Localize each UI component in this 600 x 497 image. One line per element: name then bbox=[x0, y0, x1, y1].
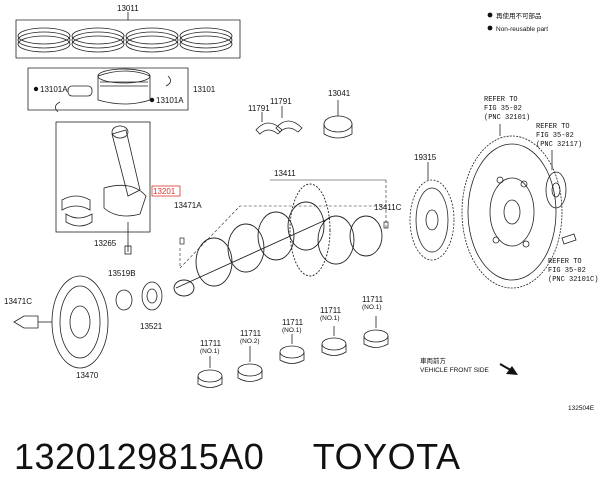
vehicle-front-en: VEHICLE FRONT SIDE bbox=[420, 367, 490, 374]
crankshaft-axis bbox=[175, 217, 331, 289]
label-crank-gear: 13521 bbox=[140, 322, 163, 331]
refer-1-line1: REFER TO bbox=[484, 96, 518, 104]
bearing-5-no: (NO.1) bbox=[362, 304, 382, 311]
ring-4 bbox=[179, 27, 233, 53]
refer-1-line2: FIG 35-02 bbox=[484, 105, 522, 113]
label-pulley-bolt: 13471C bbox=[4, 297, 32, 306]
snap-ring-right bbox=[165, 75, 171, 87]
label-rod-bearing: 13519B bbox=[108, 269, 136, 278]
refer-3-line2: FIG 35-02 bbox=[548, 267, 586, 275]
parts-diagram: 13011 13101A 13101A 13101 13201 13265 13… bbox=[4, 4, 598, 412]
thrust-washer-left bbox=[255, 122, 283, 135]
main-bearing-5 bbox=[363, 316, 389, 348]
label-pin-left: 13101A bbox=[40, 85, 68, 94]
label-pin-right: 13101A bbox=[156, 96, 184, 105]
crank-gear-group bbox=[115, 281, 163, 311]
main-bearing-top bbox=[323, 100, 353, 139]
crank-gear bbox=[141, 281, 163, 311]
vehicle-front-arrow-icon bbox=[499, 363, 518, 375]
bearing-4-code: 11711 bbox=[320, 306, 342, 315]
label-plate: 19315 bbox=[414, 153, 437, 162]
rod-bearing-lower bbox=[65, 213, 93, 227]
main-bearing-4 bbox=[321, 326, 347, 356]
crank-key bbox=[115, 289, 133, 311]
main-bearing-1 bbox=[197, 356, 223, 388]
pulley-group bbox=[13, 275, 109, 369]
signal-plate bbox=[409, 162, 455, 261]
vehicle-front-jp: 車両前方 bbox=[420, 356, 447, 365]
snap-ring-left bbox=[55, 101, 61, 113]
thrust-washer-group bbox=[255, 106, 303, 135]
label-dowel-c: 13411C bbox=[374, 203, 402, 212]
legend-dot-en bbox=[487, 25, 493, 31]
flywheel bbox=[461, 124, 577, 289]
label-pulley: 13470 bbox=[76, 371, 99, 380]
refer-2: REFER TO FIG 35-02 (PNC 32117) bbox=[536, 123, 582, 149]
label-crankshaft: 13411 bbox=[274, 169, 296, 178]
legend: 再使用不可部品 Non-reusable part bbox=[487, 11, 548, 33]
legend-dot-jp bbox=[487, 12, 493, 18]
label-piston: 13101 bbox=[193, 85, 216, 94]
label-dowel-a: 13471A bbox=[174, 201, 202, 210]
crank-sprocket bbox=[289, 183, 331, 277]
piston-ring-box bbox=[15, 19, 241, 59]
refer-1-line3: (PNC 32101) bbox=[484, 114, 530, 122]
label-conrod: 13201 bbox=[153, 187, 176, 196]
nonreusable-dot-left bbox=[33, 86, 39, 92]
label-conrod-bolt: 13265 bbox=[94, 239, 117, 248]
thrust-washer-right bbox=[275, 120, 303, 133]
piston-ring-group bbox=[15, 12, 241, 59]
main-bearing-3 bbox=[279, 334, 305, 364]
refer-3-line3: (PNC 32101C) bbox=[548, 276, 598, 284]
bearing-3-no: (NO.1) bbox=[282, 327, 302, 334]
ring-1 bbox=[17, 27, 71, 53]
refer-2-line3: (PNC 32117) bbox=[536, 141, 582, 149]
brand-name: TOYOTA bbox=[312, 436, 461, 477]
piston-body bbox=[97, 70, 151, 105]
bearing-2-no: (NO.2) bbox=[240, 338, 260, 345]
piston-group bbox=[27, 67, 189, 113]
bearing-3-code: 11711 bbox=[282, 318, 304, 327]
crankshaft-group bbox=[173, 183, 383, 297]
refer-3-line1: REFER TO bbox=[548, 258, 582, 266]
bearing-row bbox=[197, 316, 389, 388]
diagram-code: 132504E bbox=[568, 405, 595, 412]
label-thrust-washer-b: 11791 bbox=[270, 97, 292, 106]
bearing-4-no: (NO.1) bbox=[320, 315, 340, 322]
refer-3: REFER TO FIG 35-02 (PNC 32101C) bbox=[548, 258, 598, 284]
refer-1: REFER TO FIG 35-02 (PNC 32101) bbox=[484, 96, 530, 122]
label-thrust-washer-a: 11791 bbox=[248, 104, 270, 113]
conrod-box bbox=[55, 121, 151, 233]
label-main-bearing-top: 13041 bbox=[328, 89, 351, 98]
pulley-bolt bbox=[13, 315, 39, 329]
bearing-2-code: 11711 bbox=[240, 329, 262, 338]
drive-plate-spacer bbox=[545, 171, 567, 209]
crankshaft-callout bbox=[179, 180, 388, 269]
legend-line2: Non-reusable part bbox=[496, 26, 548, 33]
refer-2-line2: FIG 35-02 bbox=[536, 132, 574, 140]
vehicle-front: 車両前方 VEHICLE FRONT SIDE bbox=[420, 356, 518, 375]
rod-bearing-upper bbox=[61, 195, 91, 211]
label-piston-ring-set: 13011 bbox=[117, 4, 139, 13]
conrod-highlight bbox=[151, 185, 181, 197]
bearing-5-code: 11711 bbox=[362, 295, 384, 304]
part-number: 1320129815A0 bbox=[14, 436, 265, 477]
refer-2-line1: REFER TO bbox=[536, 123, 570, 131]
flywheel-bolt bbox=[561, 233, 577, 245]
ring-2 bbox=[71, 27, 125, 53]
ring-3 bbox=[125, 27, 179, 53]
conrod-big-end bbox=[103, 184, 147, 217]
nonreusable-dot-right bbox=[149, 97, 155, 103]
piston-pin bbox=[67, 85, 93, 97]
main-bearing-2 bbox=[237, 346, 263, 382]
legend-line1: 再使用不可部品 bbox=[496, 11, 542, 20]
caption: 1320129815A0 TOYOTA bbox=[14, 436, 460, 478]
bearing-1-code: 11711 bbox=[200, 339, 222, 348]
bearing-1-no: (NO.1) bbox=[200, 348, 220, 355]
conrod-beam bbox=[111, 129, 141, 197]
conrod-group bbox=[55, 121, 151, 255]
